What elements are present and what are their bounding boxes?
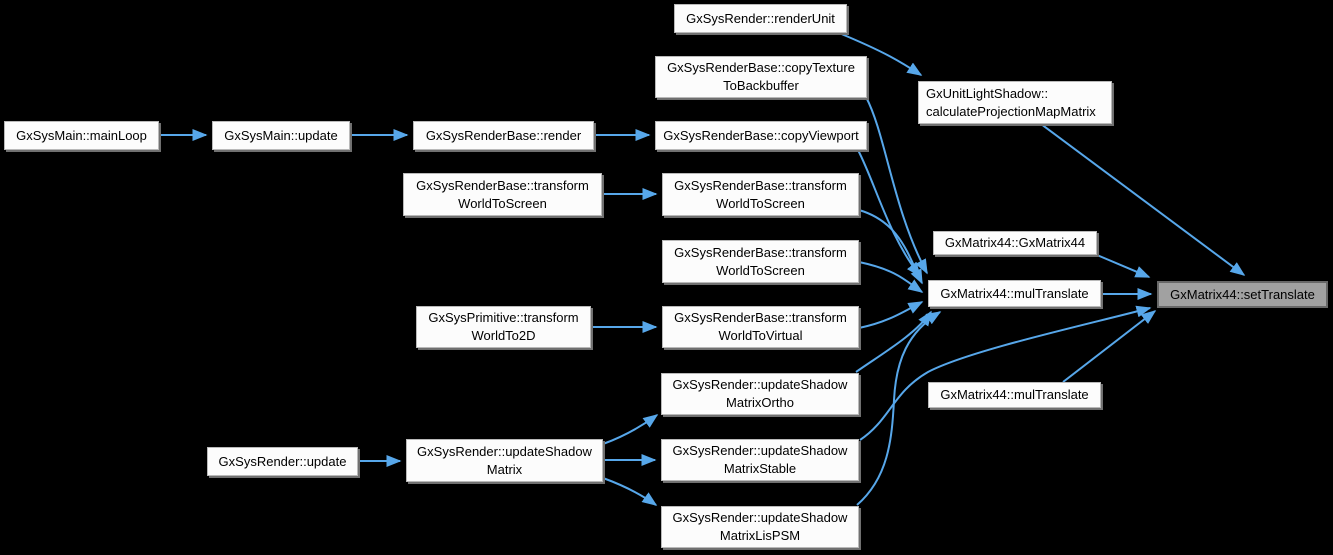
node-gxsysrender-updateshadowmatrix[interactable]: GxSysRender::updateShadow Matrix [406,439,603,482]
edge-shadowlispsm-multranslate [856,311,942,506]
edge-updateshadowmatrix-lispsm [602,477,658,506]
node-gxsysrender-updateshadowmatrixstable[interactable]: GxSysRender::updateShadow MatrixStable [661,439,859,481]
node-label: GxSysMain::mainLoop [16,127,147,143]
node-gxmatrix44-settranslate-current: GxMatrix44::setTranslate [1157,281,1328,308]
node-gxunitlightshadow-calculateprojectionmapmatrix[interactable]: GxUnitLightShadow:: calculateProjectionM… [918,81,1112,124]
edge-updateshadowmatrix-ortho [602,414,659,445]
node-gxmatrix44-gxmatrix44[interactable]: GxMatrix44::GxMatrix44 [933,231,1097,255]
node-gxsysmain-update[interactable]: GxSysMain::update [212,121,350,150]
node-label: GxSysRenderBase::copyViewport [663,127,859,143]
edge-wts1-multranslate [858,209,923,285]
node-gxsysrender-renderunit[interactable]: GxSysRender::renderUnit [674,4,847,33]
node-gxsysrenderbase-transformworldtoscreen-caller[interactable]: GxSysRenderBase::transform WorldToScreen [403,173,602,216]
node-label: GxMatrix44::GxMatrix44 [944,235,1086,250]
node-label: GxSysRenderBase::transform WorldToScreen [416,177,589,211]
node-label: GxSysRender::updateShadow Matrix [417,443,592,477]
node-gxsysrender-updateshadowmatrixlispsm[interactable]: GxSysRender::updateShadow MatrixLisPSM [661,506,859,548]
edge-wts2-multranslate [858,261,924,293]
node-label: GxSysRenderBase::render [425,127,582,143]
node-gxsysmain-mainloop[interactable]: GxSysMain::mainLoop [4,121,159,150]
node-gxsysrenderbase-copyviewport[interactable]: GxSysRenderBase::copyViewport [655,121,867,150]
edge-wtv-multranslate [858,301,924,329]
node-gxmatrix44-multranslate-1[interactable]: GxMatrix44::mulTranslate [928,280,1101,307]
node-gxsysrenderbase-transformworldtovirtual[interactable]: GxSysRenderBase::transform WorldToVirtua… [662,306,859,348]
node-gxsysrenderbase-transformworldtoscreen-1[interactable]: GxSysRenderBase::transform WorldToScreen [662,173,859,216]
edge-ctor-settranslate [1096,254,1151,278]
node-label: GxSysRender::update [218,453,347,469]
edge-copyviewport-multranslate [857,149,921,278]
edge-copytexture-multranslate [865,96,928,275]
node-label: GxMatrix44::mulTranslate [940,387,1089,402]
node-label: GxUnitLightShadow:: calculateProjectionM… [926,85,1096,119]
node-label: GxSysPrimitive::transform WorldTo2D [428,310,579,343]
edge-shadowortho-multranslate [855,310,932,373]
node-label: GxSysMain::update [224,127,338,143]
node-label: GxSysRenderBase::transform WorldToScreen [674,244,847,278]
node-label: GxSysRenderBase::transform WorldToScreen [674,177,847,211]
node-label: GxSysRender::updateShadow MatrixOrtho [672,377,848,410]
edge-multranslate2-settranslate [1062,310,1157,383]
node-gxsysprimitive-transformworldto2d[interactable]: GxSysPrimitive::transform WorldTo2D [416,306,591,348]
edge-calcproj-settranslate [1040,123,1246,276]
edge-shadowstable-settranslate [859,305,1152,441]
node-label: GxSysRender::updateShadow MatrixLisPSM [672,510,848,543]
node-label: GxSysRender::renderUnit [686,10,835,26]
node-gxsysrender-updateshadowmatrixortho[interactable]: GxSysRender::updateShadow MatrixOrtho [661,373,859,415]
node-label: GxSysRenderBase::copyTexture ToBackbuffe… [667,60,855,93]
node-label: GxSysRenderBase::transform WorldToVirtua… [674,310,847,343]
node-gxsysrender-update[interactable]: GxSysRender::update [207,447,358,476]
node-label: GxSysRender::updateShadow MatrixStable [672,443,848,476]
node-label: GxMatrix44::setTranslate [1170,286,1315,302]
node-gxmatrix44-multranslate-2[interactable]: GxMatrix44::mulTranslate [928,382,1101,408]
node-gxsysrenderbase-render[interactable]: GxSysRenderBase::render [413,121,594,150]
edge-renderunit-calcproj [838,32,923,76]
node-label: GxMatrix44::mulTranslate [940,285,1089,301]
node-gxsysrenderbase-copytexturetobackbuffer[interactable]: GxSysRenderBase::copyTexture ToBackbuffe… [655,56,867,98]
node-gxsysrenderbase-transformworldtoscreen-2[interactable]: GxSysRenderBase::transform WorldToScreen [662,240,859,283]
